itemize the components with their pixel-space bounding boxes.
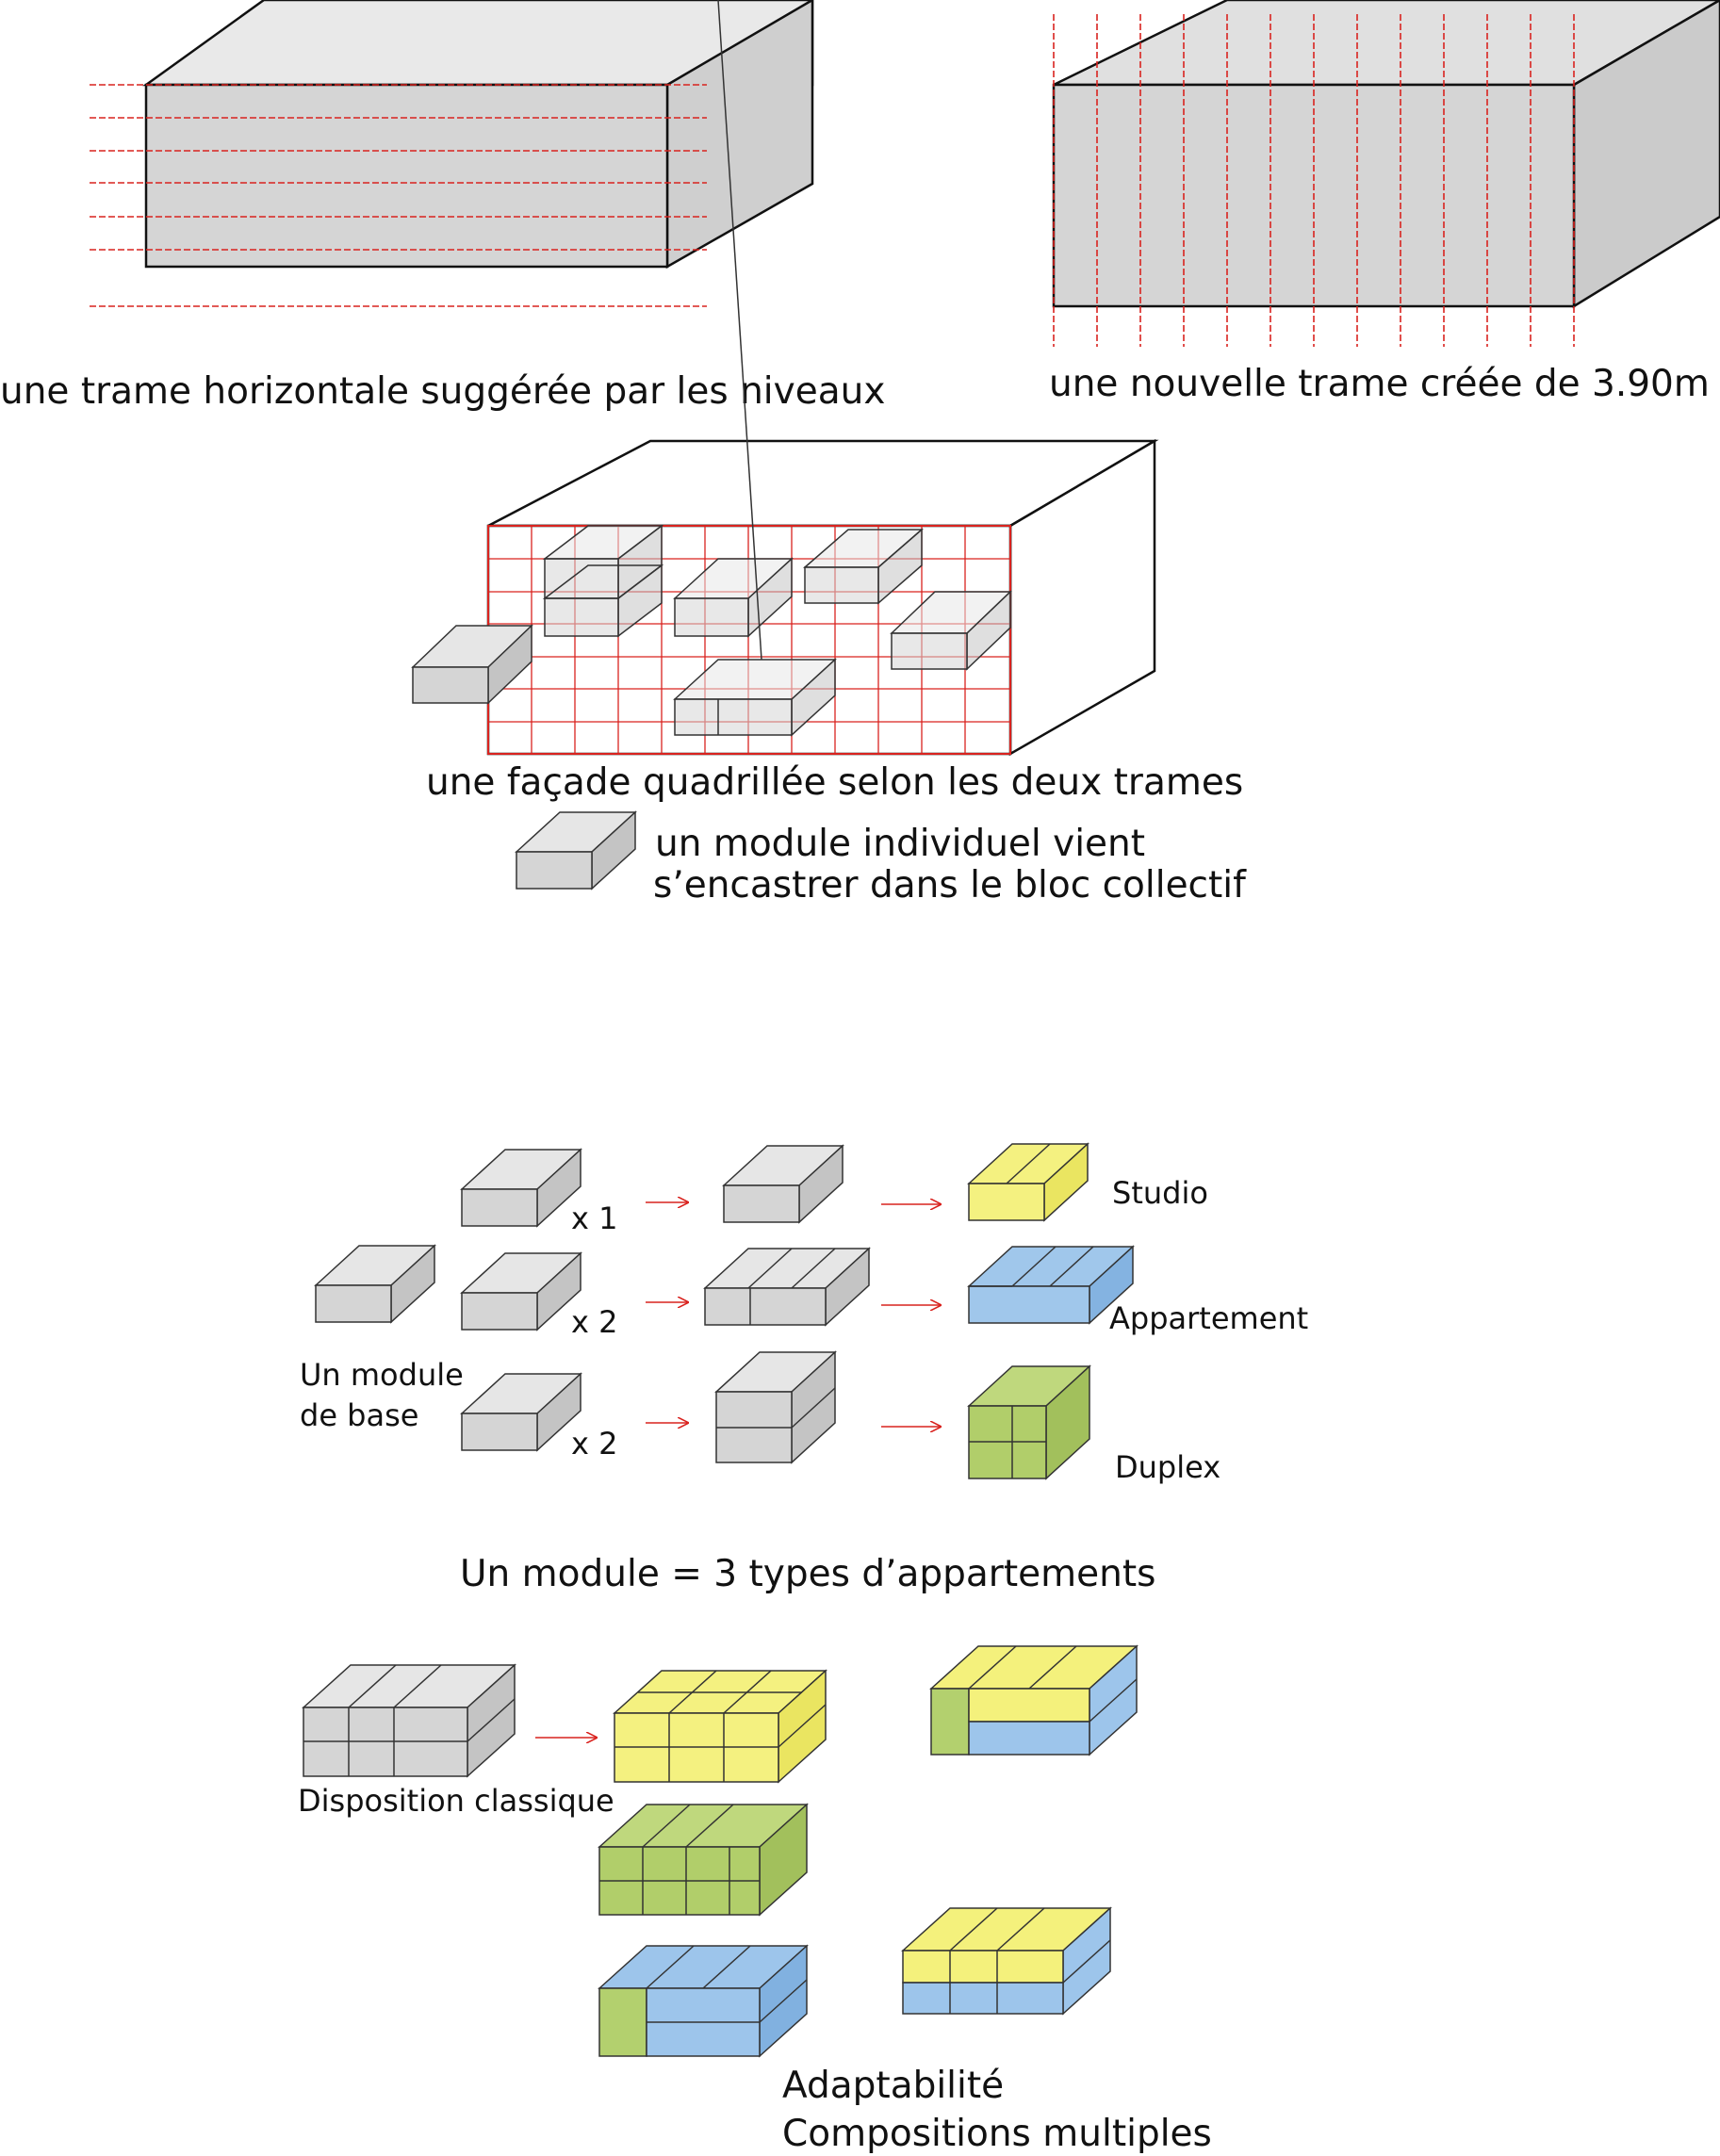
type-label-duplex: Duplex xyxy=(1115,1449,1220,1485)
studio-volume xyxy=(967,1142,1089,1222)
vertical-grid-lines xyxy=(1053,14,1575,347)
protruding-module xyxy=(411,624,533,705)
inserted-module xyxy=(673,0,837,737)
appartement-volume xyxy=(967,1245,1135,1325)
type-label-studio: Studio xyxy=(1112,1175,1208,1211)
summary-types: Un module = 3 types d’appartements xyxy=(460,1553,1155,1595)
classic-block xyxy=(302,1663,516,1778)
module-input xyxy=(460,1372,582,1452)
type-label-appartement: Appartement xyxy=(1109,1300,1308,1336)
composition-mixed-2 xyxy=(901,1906,1112,2016)
base-module-icon xyxy=(314,1244,436,1324)
module-combined xyxy=(714,1350,837,1464)
caption-facade-grid: une façade quadrillée selon les deux tra… xyxy=(426,761,1243,804)
legend-module-icon xyxy=(515,810,637,890)
inserted-module xyxy=(890,590,1012,671)
module-input xyxy=(460,1251,582,1331)
inserted-modules xyxy=(542,0,1012,737)
composition-duplexes xyxy=(598,1803,809,1917)
module-combined xyxy=(703,1247,871,1327)
base-module-label-line1: Un module xyxy=(300,1357,464,1393)
caption-horizontal-grid: une trame horizontale suggérée par les n… xyxy=(0,370,885,413)
inserted-module xyxy=(542,524,664,638)
row-duplex: x 2 Duplex xyxy=(460,1350,1220,1485)
row-appartement: x 2 Appartement xyxy=(460,1245,1308,1340)
caption-vertical-grid: une nouvelle trame créée de 3.90m xyxy=(1049,363,1710,405)
module-note-line2: s’encastrer dans le bloc collectif xyxy=(653,864,1247,906)
adaptability-title: Adaptabilité xyxy=(782,2065,1004,2107)
adaptability-subtitle: Compositions multiples xyxy=(782,2113,1212,2155)
multiplier-label: x 2 xyxy=(571,1426,617,1462)
duplex-volume xyxy=(967,1364,1091,1480)
block-vertical-grid xyxy=(1052,0,1720,347)
classic-disposition-label: Disposition classique xyxy=(298,1783,614,1819)
row-studio: x 1 Studio xyxy=(460,1142,1208,1236)
composition-mixed-3 xyxy=(598,1944,809,2058)
composition-mixed-1 xyxy=(929,1644,1138,1756)
horizontal-grid-lines xyxy=(90,84,707,307)
module-input xyxy=(460,1148,582,1228)
base-module-label-line2: de base xyxy=(300,1397,418,1433)
composition-studios xyxy=(613,1669,827,1784)
block-horizontal-grid xyxy=(90,0,814,307)
inserted-module xyxy=(802,528,925,605)
multiplier-label: x 2 xyxy=(571,1304,617,1340)
module-note-line1: un module individuel vient xyxy=(655,823,1145,865)
module-combined xyxy=(722,1144,844,1224)
multiplier-label: x 1 xyxy=(571,1200,617,1236)
block-facade-grid xyxy=(411,0,1159,757)
